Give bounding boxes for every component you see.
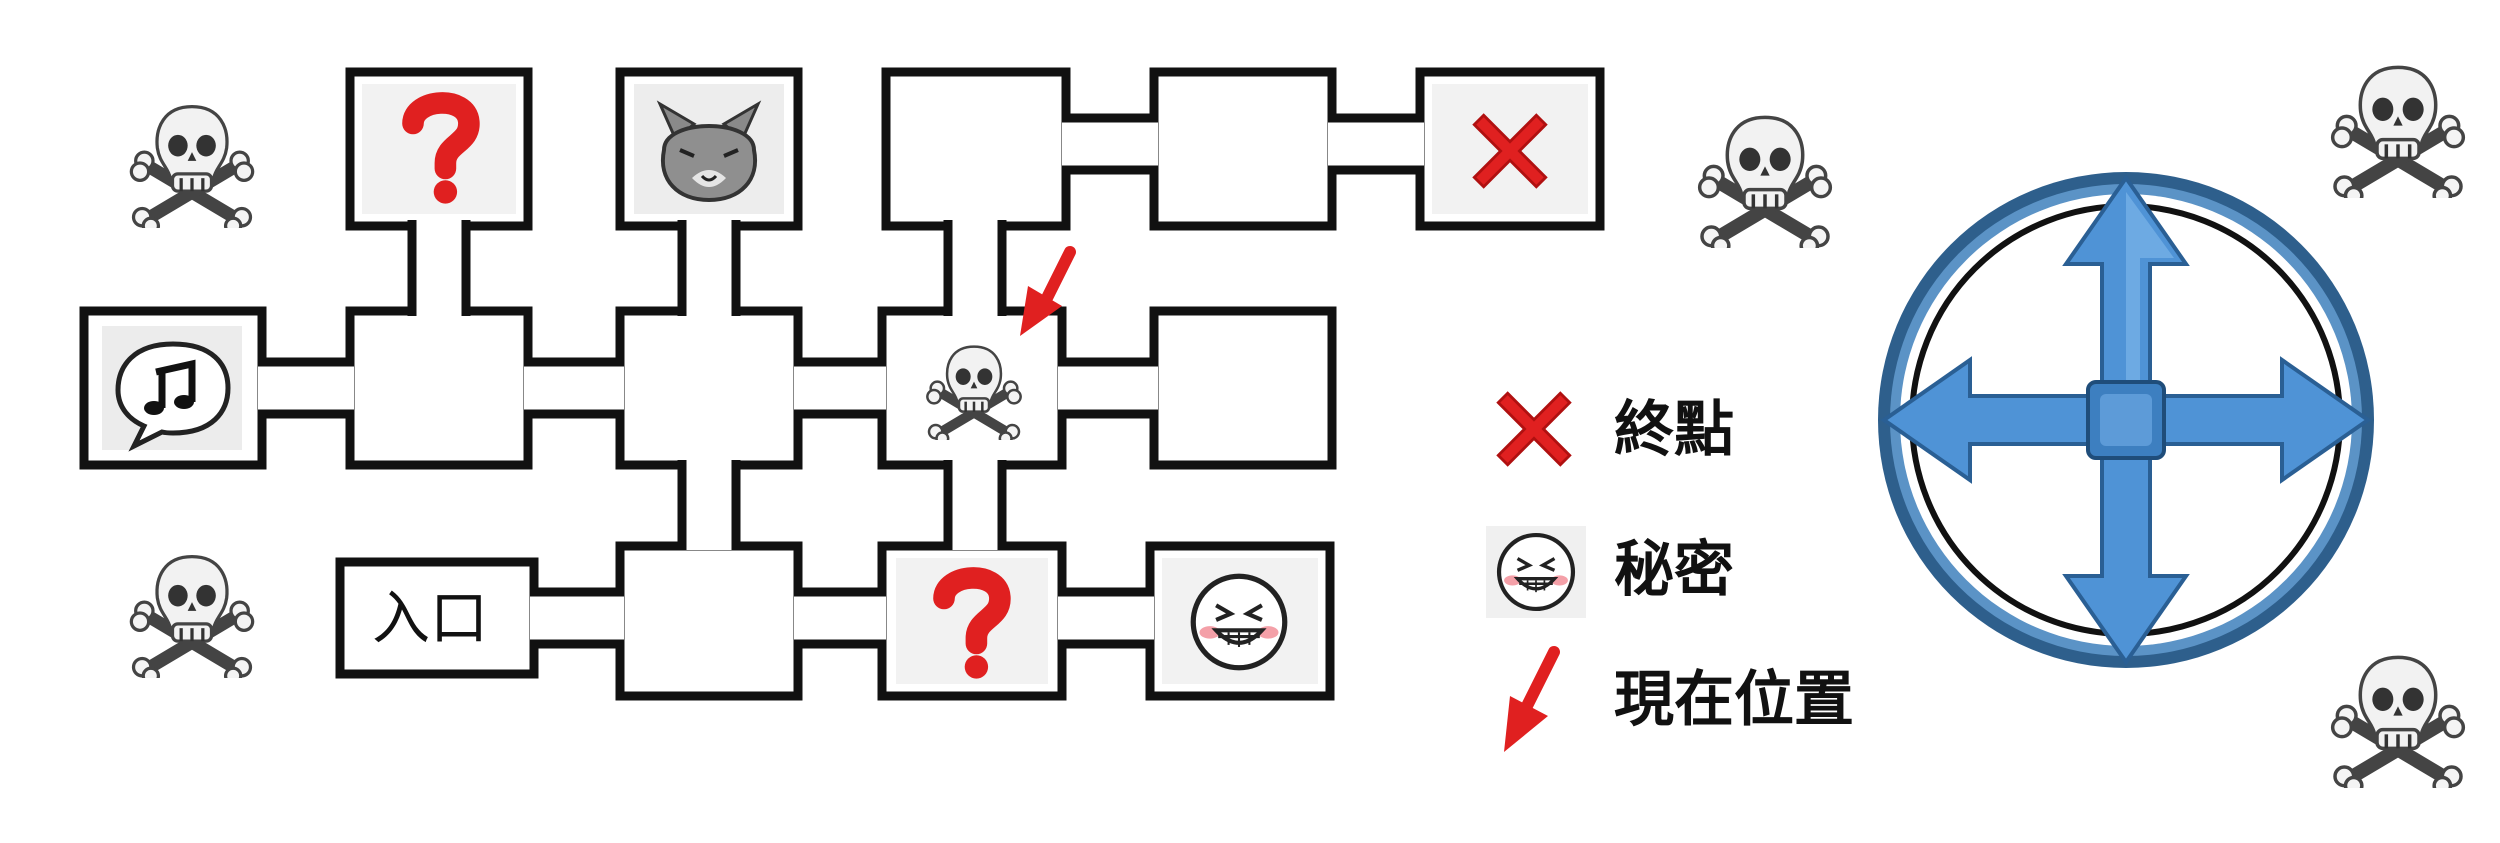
maze-room bbox=[615, 306, 803, 470]
legend-item-current-position: 現在位置 bbox=[1504, 646, 1854, 752]
legend: 終點 秘密 現在位置 bbox=[1486, 391, 1854, 752]
legend-current-position-label: 現在位置 bbox=[1614, 665, 1854, 735]
question-mark-icon bbox=[896, 558, 1048, 684]
music-bubble-icon bbox=[102, 326, 242, 452]
current-position-arrow-icon bbox=[1020, 246, 1076, 336]
maze-room bbox=[615, 541, 803, 701]
legend-goal-label: 終點 bbox=[1614, 395, 1734, 465]
goal-red-x-icon bbox=[1432, 84, 1588, 214]
maze-corridors bbox=[258, 118, 1424, 644]
skull-crossbones-icon bbox=[2333, 67, 2464, 204]
skull-crossbones-icon bbox=[131, 107, 252, 234]
secret-grinning-face-icon bbox=[1162, 558, 1318, 684]
skull-crossbones-icon bbox=[1700, 117, 1831, 254]
question-mark-icon bbox=[362, 84, 516, 214]
skull-crossbones-icon bbox=[131, 557, 252, 684]
maze-corridor-walls bbox=[258, 113, 1424, 649]
maze-room bbox=[1149, 306, 1337, 470]
red-arrow-icon bbox=[1504, 646, 1560, 752]
legend-item-secret: 秘密 bbox=[1486, 526, 1734, 618]
maze-room bbox=[345, 306, 533, 470]
skull-crossbones-icon bbox=[2333, 657, 2464, 794]
maze-room bbox=[881, 67, 1071, 231]
legend-secret-label: 秘密 bbox=[1614, 535, 1734, 605]
maze-room bbox=[1149, 67, 1337, 231]
entrance-label: 入口 bbox=[372, 584, 488, 652]
cat-face-icon bbox=[634, 84, 784, 214]
skull-crossbones-icon bbox=[927, 347, 1020, 445]
grinning-face-icon bbox=[1499, 535, 1573, 609]
dpad-center-button[interactable] bbox=[2086, 380, 2166, 460]
red-x-icon bbox=[1496, 391, 1572, 467]
legend-item-goal: 終點 bbox=[1496, 391, 1734, 467]
direction-pad-icon[interactable] bbox=[1878, 172, 2374, 668]
